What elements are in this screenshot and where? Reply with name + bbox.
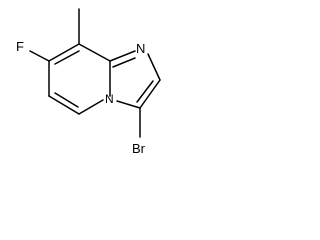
fluorine-atom-label: F — [16, 39, 24, 54]
bond-n4-c5 — [78, 99, 104, 115]
bond-c5-c6 — [48, 95, 80, 115]
imidazole-nitrogen-label: N — [136, 41, 145, 56]
bridgehead-nitrogen-label: N — [105, 92, 114, 106]
structure-drawing: F N N Br — [16, 8, 161, 156]
bond-c7-c8-inner — [54, 50, 80, 65]
bond-c8-c8a — [78, 43, 111, 62]
molecule-diagram: F N N Br — [0, 0, 178, 162]
bond-n1-c2 — [147, 53, 161, 81]
bond-c2-c3-inner — [136, 80, 154, 103]
bond-c2-c3 — [139, 79, 161, 109]
bond-c5-c6-inner — [54, 92, 79, 108]
bond-c7-c8 — [48, 43, 80, 62]
bond-c7-f — [29, 50, 50, 62]
bond-c3-n4 — [116, 100, 141, 109]
bond-c8a-n1 — [109, 50, 136, 62]
bond-c8a-n1-double — [112, 57, 136, 68]
bromine-atom-label: Br — [132, 141, 146, 156]
